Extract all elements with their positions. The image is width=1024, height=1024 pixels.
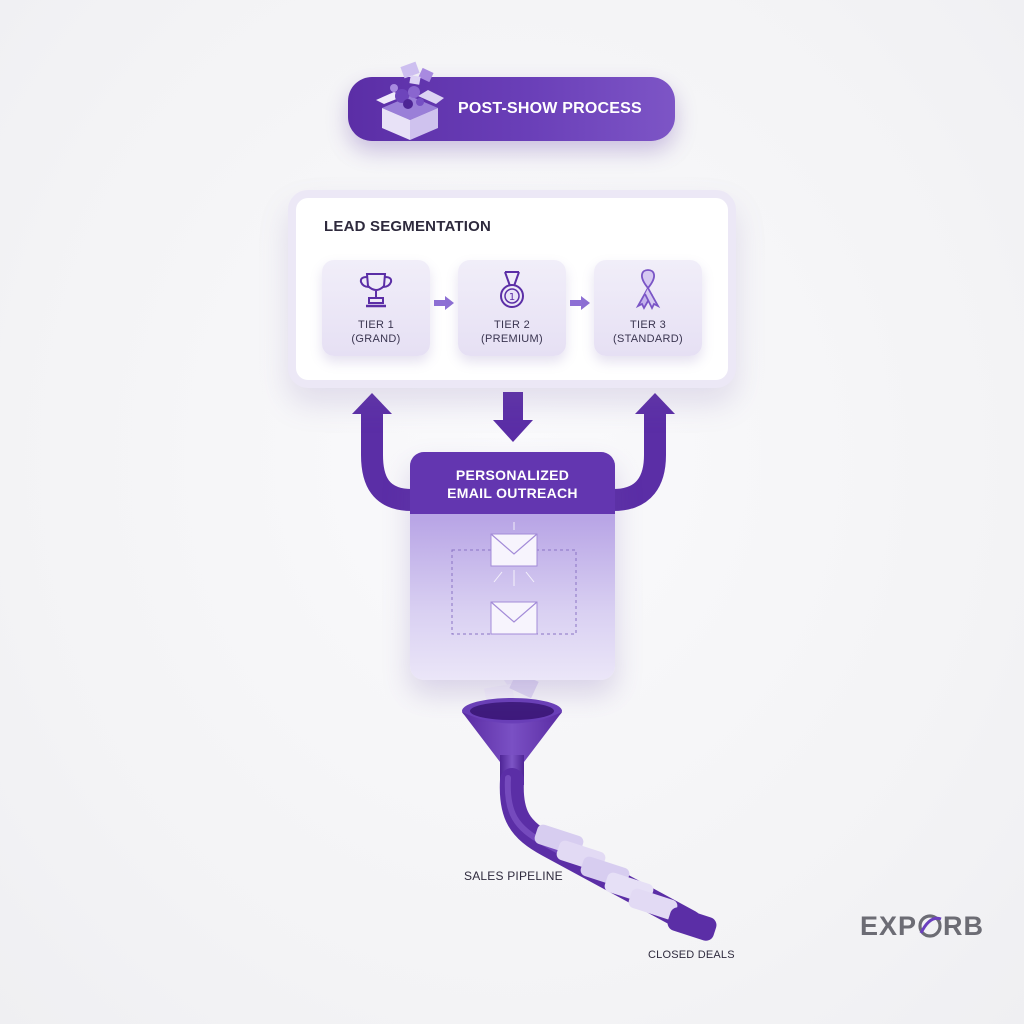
deal-blocks [534, 824, 717, 941]
tier-2-card: 1 TIER 2 (PREMIUM) [458, 260, 566, 356]
tier-arrow-2 [570, 296, 590, 310]
sales-pipeline-label: SALES PIPELINE [464, 869, 563, 883]
segmentation-title: LEAD SEGMENTATION [324, 218, 492, 235]
tier-3-name: TIER 3 [629, 319, 667, 331]
trophy-icon [359, 273, 393, 308]
tier-2-name: TIER 2 [493, 319, 531, 331]
brand-logo: EXP RB [860, 908, 984, 944]
tier-1-name: TIER 1 [357, 319, 395, 331]
email-flow-graphic [451, 522, 577, 635]
lead-segmentation-panel: LEAD SEGMENTATION TIER 1 (GRAND) [288, 190, 736, 388]
outreach-title-line2: EMAIL OUTREACH [447, 485, 578, 501]
tier-1-level: (GRAND) [351, 333, 401, 345]
envelope-icon-secondary [490, 601, 538, 635]
closed-deals-label: CLOSED DEALS [648, 949, 735, 961]
medal-icon: 1 [500, 271, 524, 308]
ribbon-icon [635, 269, 661, 311]
orb-logo-icon [918, 914, 942, 938]
gift-box-icon [376, 61, 444, 140]
brand-logo-right: RB [943, 910, 985, 941]
brand-logo-left: EXP [860, 910, 918, 941]
feedback-arrow-right [612, 393, 675, 511]
tier-3-card: TIER 3 (STANDARD) [594, 260, 702, 356]
email-outreach-card: PERSONALIZED EMAIL OUTREACH [410, 452, 615, 680]
tier-arrow-1 [434, 296, 454, 310]
tier-3-level: (STANDARD) [612, 333, 683, 345]
process-title: POST-SHOW PROCESS [458, 100, 642, 117]
svg-text:1: 1 [509, 292, 515, 303]
tier-1-card: TIER 1 (GRAND) [322, 260, 430, 356]
envelope-icon [490, 533, 538, 567]
outreach-header: PERSONALIZED EMAIL OUTREACH [410, 452, 615, 514]
tier-2-level: (PREMIUM) [481, 333, 543, 345]
segmentation-down-arrow [493, 392, 533, 442]
outreach-title-line1: PERSONALIZED [455, 467, 570, 483]
feedback-arrow-left [352, 393, 413, 511]
